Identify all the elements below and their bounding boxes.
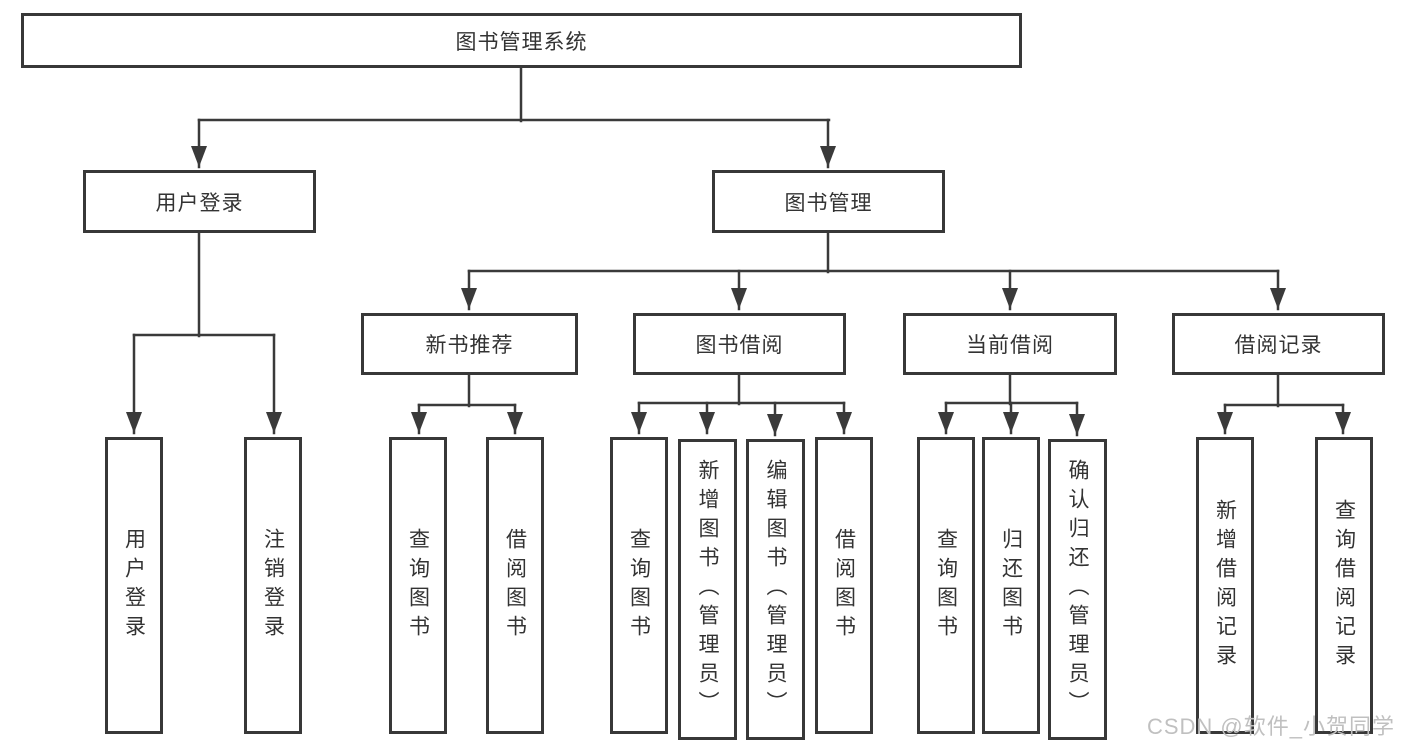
node-book-borrow: 图书借阅 (633, 313, 846, 375)
connector-user-login-to-children (126, 230, 282, 435)
connector-root-to-level2 (191, 65, 836, 169)
leaf-query-books-current: 查询图书 (917, 437, 975, 734)
leaf-logout-label: 注销登录 (261, 527, 285, 644)
node-new-book-recommend: 新书推荐 (361, 313, 578, 375)
leaf-borrow-books-label: 借阅图书 (832, 527, 856, 644)
leaf-edit-book-admin-label: 编辑图书（管理员） (764, 459, 788, 720)
node-current-borrow: 当前借阅 (903, 313, 1117, 375)
leaf-add-book-admin: 新增图书（管理员） (678, 439, 737, 740)
leaf-query-borrow-record-label: 查询借阅记录 (1332, 498, 1356, 673)
leaf-confirm-return-admin-label: 确认归还（管理员） (1066, 459, 1090, 720)
leaf-borrow-books-recommend-label: 借阅图书 (503, 527, 527, 644)
leaf-add-borrow-record-label: 新增借阅记录 (1213, 498, 1237, 673)
leaf-user-login: 用户登录 (105, 437, 163, 734)
leaf-query-books-recommend-label: 查询图书 (406, 527, 430, 644)
leaf-return-books: 归还图书 (982, 437, 1040, 734)
leaf-query-borrow-record: 查询借阅记录 (1315, 437, 1373, 734)
leaf-user-login-label: 用户登录 (122, 527, 146, 644)
connector-book-borrow-to-children (631, 372, 852, 437)
leaf-logout: 注销登录 (244, 437, 302, 734)
node-borrow-records: 借阅记录 (1172, 313, 1385, 375)
leaf-query-books-recommend: 查询图书 (389, 437, 447, 734)
node-book-management: 图书管理 (712, 170, 945, 233)
node-user-login: 用户登录 (83, 170, 316, 233)
csdn-watermark: CSDN @软件_小贺同学 (1146, 714, 1395, 739)
node-root-system: 图书管理系统 (21, 13, 1022, 68)
connector-current-borrow-to-children (938, 372, 1085, 437)
leaf-query-books-current-label: 查询图书 (934, 527, 958, 644)
leaf-borrow-books: 借阅图书 (815, 437, 873, 734)
leaf-edit-book-admin: 编辑图书（管理员） (746, 439, 805, 740)
leaf-add-book-admin-label: 新增图书（管理员） (696, 459, 720, 720)
connector-new-books-to-children (411, 372, 523, 435)
leaf-query-books-borrow: 查询图书 (610, 437, 668, 734)
leaf-query-books-borrow-label: 查询图书 (627, 527, 651, 644)
leaf-add-borrow-record: 新增借阅记录 (1196, 437, 1254, 734)
leaf-confirm-return-admin: 确认归还（管理员） (1048, 439, 1107, 740)
leaf-return-books-label: 归还图书 (999, 527, 1023, 644)
connector-book-management-to-sections (461, 230, 1286, 311)
leaf-borrow-books-recommend: 借阅图书 (486, 437, 544, 734)
connector-borrow-records-to-children (1217, 372, 1351, 435)
